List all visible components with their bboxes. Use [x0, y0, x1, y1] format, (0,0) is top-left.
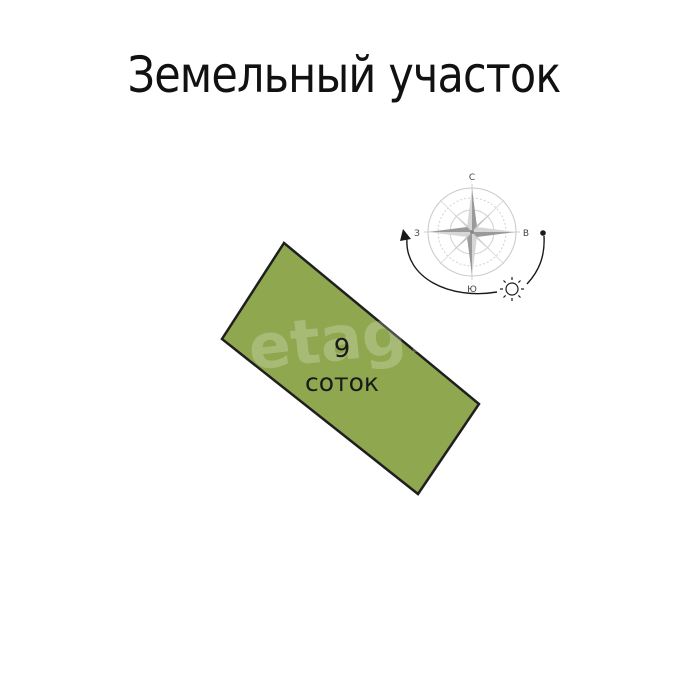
- land-plot-shape: [220, 241, 481, 496]
- compass-east-label: В: [523, 229, 529, 239]
- compass-rose-icon: [424, 184, 520, 280]
- land-plot: etagi 9 соток: [220, 241, 481, 496]
- plot-area-value: 9: [334, 334, 351, 364]
- sun-path-arrow-icon: [400, 229, 546, 295]
- compass-south-label: Ю: [467, 285, 477, 295]
- plot-area-unit: соток: [305, 368, 379, 397]
- compass-north-label: С: [469, 173, 475, 183]
- page-title: Земельный участок: [127, 46, 562, 104]
- compass-west-label: З: [414, 229, 420, 239]
- sun-icon: [500, 277, 524, 301]
